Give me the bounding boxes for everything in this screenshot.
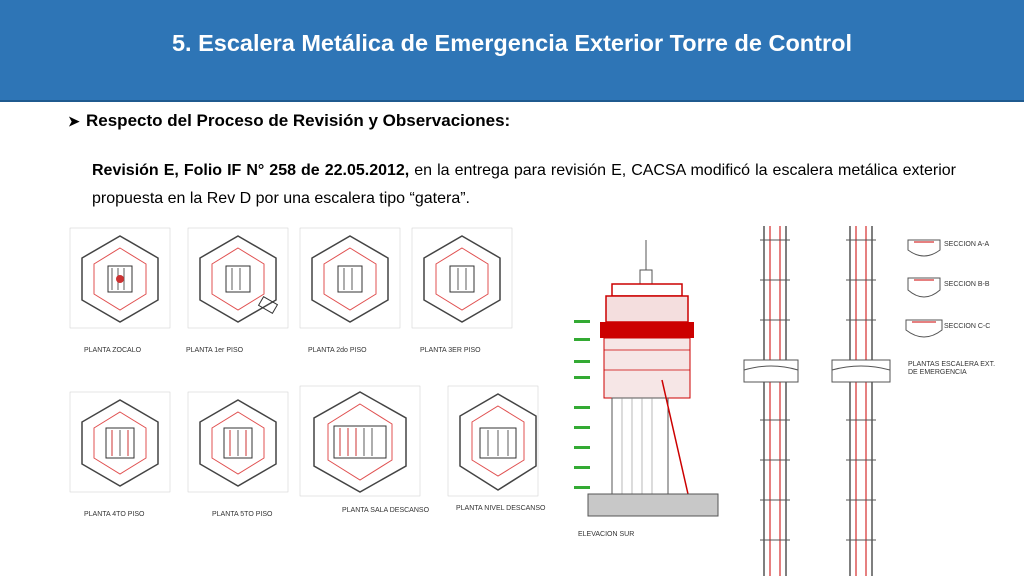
plan-label-5: PLANTA 4TO PISO <box>84 511 145 518</box>
floor-plan-5 <box>69 391 171 493</box>
title-bar: 5. Escalera Metálica de Emergencia Exter… <box>0 0 1024 102</box>
floor-plan-1 <box>69 227 171 329</box>
plan-label-6: PLANTA 5TO PISO <box>212 511 273 518</box>
plan-label-1: PLANTA ZOCALO <box>84 347 142 354</box>
ladder-elevations <box>743 226 891 576</box>
svg-text:SECCION C-C: SECCION C-C <box>944 323 990 330</box>
elevation-label: ELEVACION SUR <box>578 531 634 538</box>
slide-title: 5. Escalera Metálica de Emergencia Exter… <box>171 30 853 56</box>
floor-plan-4 <box>411 227 513 329</box>
plan-label-8: PLANTA NIVEL DESCANSO <box>456 505 546 512</box>
floor-plan-8 <box>447 385 539 497</box>
arrow-bullet-icon: ➤ <box>68 113 80 129</box>
section-bullet: ➤ Respecto del Proceso de Revisión y Obse… <box>68 111 510 131</box>
tower-elevation: ELEVACION SUR <box>574 240 719 538</box>
technical-drawings: PLANTA ZOCALO PLANTA 1er PISO PLANTA 2do <box>0 220 1024 576</box>
plan-label-4: PLANTA 3ER PISO <box>420 347 481 354</box>
plan-label-2: PLANTA 1er PISO <box>186 347 244 354</box>
cage-sections: SECCION A-A SECCION B-B SECCION C-C PLAN… <box>905 239 995 376</box>
floor-plan-6 <box>187 391 289 493</box>
floor-plan-2 <box>187 227 289 329</box>
plan-label-3: PLANTA 2do PISO <box>308 347 367 354</box>
floor-plan-7 <box>299 385 421 497</box>
svg-text:SECCION B-B: SECCION B-B <box>944 281 990 288</box>
svg-text:SECCION A-A: SECCION A-A <box>944 241 989 248</box>
floor-plan-3 <box>299 227 401 329</box>
stair-label-2: DE EMERGENCIA <box>908 369 967 376</box>
plan-label-7: PLANTA SALA DESCANSO <box>342 507 430 514</box>
paragraph-text: en la entrega para revisión E, CACSA mod… <box>92 162 956 207</box>
bullet-text: Respecto del Proceso de Revisión y Obser… <box>86 111 511 130</box>
floor-plans: PLANTA ZOCALO PLANTA 1er PISO PLANTA 2do <box>69 227 546 518</box>
level-markers <box>574 320 590 489</box>
stair-label-1: PLANTAS ESCALERA EXT. <box>908 361 995 368</box>
paragraph-bold: Revisión E, Folio IF N° 258 de 22.05.201… <box>92 162 410 179</box>
body-paragraph: Revisión E, Folio IF N° 258 de 22.05.201… <box>92 157 956 213</box>
drawings-svg: PLANTA ZOCALO PLANTA 1er PISO PLANTA 2do <box>69 226 995 576</box>
